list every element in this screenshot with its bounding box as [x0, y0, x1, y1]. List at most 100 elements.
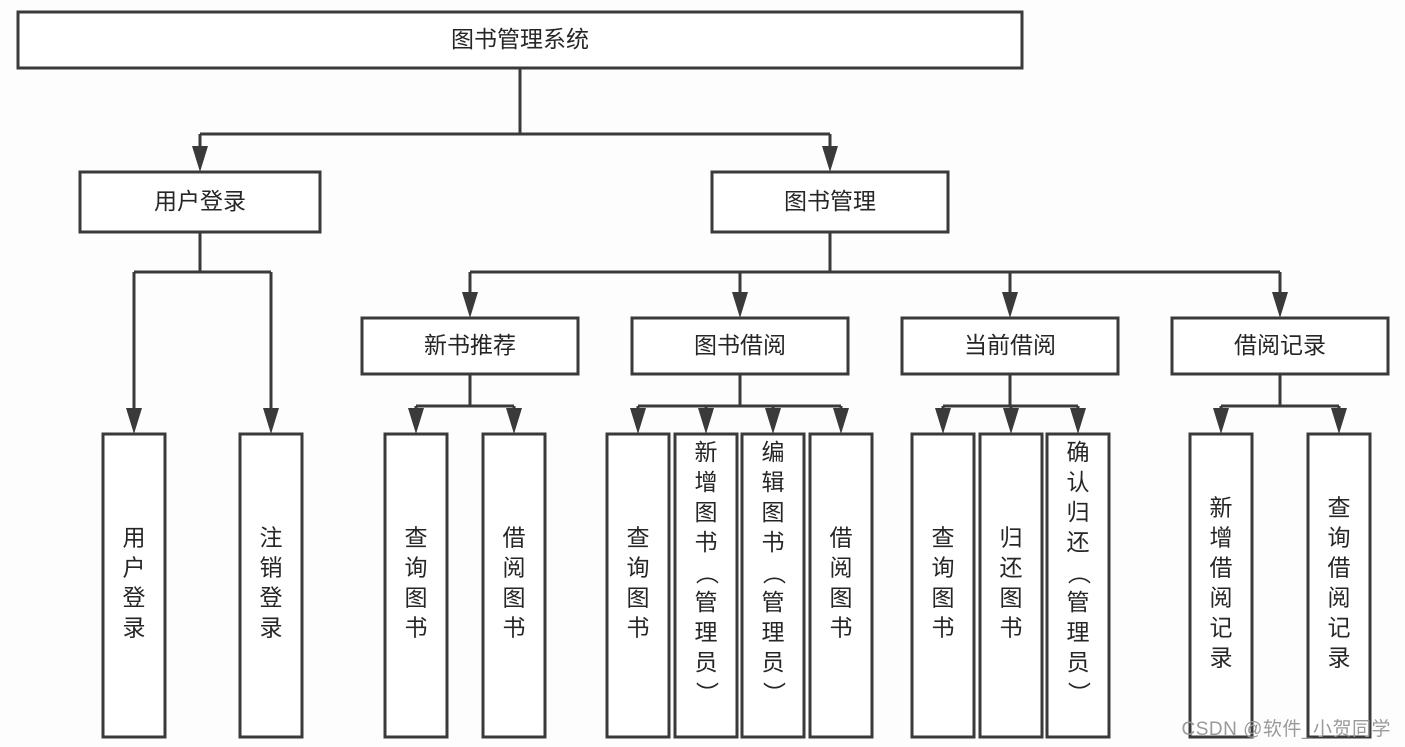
node-box — [383, 432, 449, 739]
arrow-head-icon — [1002, 292, 1018, 318]
node-label-char: 用 — [123, 525, 146, 551]
node-label-char: 户 — [123, 555, 146, 581]
node-box — [808, 432, 874, 739]
node-label-char: 借 — [503, 525, 526, 551]
node-box — [673, 432, 739, 739]
arrow-head-icon — [935, 408, 951, 434]
node-label: 图书管理系统 — [451, 26, 589, 52]
node-label-char: 增 — [695, 469, 718, 495]
node-label-char: 阅 — [1210, 585, 1233, 611]
node-root[interactable]: 图书管理系统 — [16, 10, 1024, 70]
node-box — [16, 10, 1024, 70]
node-label-char: 管 — [695, 589, 718, 615]
node-label-char: 书 — [830, 615, 853, 641]
node-label-char: 书 — [932, 615, 955, 641]
node-box — [710, 170, 950, 234]
node-box — [740, 432, 806, 739]
node-label-char: 阅 — [830, 555, 853, 581]
node-box — [238, 432, 304, 739]
arrow-head-icon — [192, 146, 208, 172]
node-label-char: 还 — [1000, 555, 1023, 581]
arrow-head-icon — [506, 408, 522, 434]
node-label-char: 辑 — [762, 469, 785, 495]
node-box — [605, 432, 671, 739]
node-layer: 图书管理系统用户登录图书管理新书推荐图书借阅当前借阅借阅记录用户登录注销登录查询… — [16, 10, 1390, 739]
node-label-char: 书 — [695, 529, 718, 555]
node-label-char: 书 — [503, 615, 526, 641]
node-label: 图书借阅 — [694, 332, 786, 358]
node-label-char: 书 — [1000, 615, 1023, 641]
node-label-char: 借 — [830, 525, 853, 551]
connector-layer — [126, 68, 1347, 434]
node-box — [78, 170, 322, 234]
arrow-head-icon — [408, 408, 424, 434]
arrow-head-icon — [630, 408, 646, 434]
node-label-char: 录 — [1210, 645, 1233, 671]
node-label-char: ） — [1066, 682, 1092, 705]
node-n-login[interactable]: 用户登录 — [78, 170, 322, 234]
node-box — [978, 432, 1044, 739]
arrow-head-icon — [126, 408, 142, 434]
node-label: 借阅记录 — [1234, 332, 1326, 358]
node-label-char: 员 — [695, 649, 718, 675]
node-label-char: ） — [694, 682, 720, 705]
node-label-char: 认 — [1067, 469, 1090, 495]
node-label-char: 图 — [503, 585, 526, 611]
node-label-char: 登 — [260, 585, 283, 611]
node-box — [630, 316, 850, 376]
node-label-char: 员 — [762, 649, 785, 675]
node-label-char: 图 — [405, 585, 428, 611]
node-label-char: 确 — [1067, 439, 1090, 465]
node-l-userlogin[interactable]: 用户登录 — [101, 432, 167, 739]
node-n-current[interactable]: 当前借阅 — [900, 316, 1120, 376]
node-box — [101, 432, 167, 739]
arrow-head-icon — [462, 292, 478, 318]
node-box — [481, 432, 547, 739]
node-label-char: 询 — [932, 555, 955, 581]
node-label: 用户登录 — [154, 188, 246, 214]
arrow-head-icon — [1272, 292, 1288, 318]
node-label-char: 书 — [762, 529, 785, 555]
node-label-char: 录 — [123, 615, 146, 641]
node-label-char: 理 — [1067, 619, 1090, 645]
node-label-char: 还 — [1067, 529, 1090, 555]
node-label-char: ） — [761, 682, 787, 705]
node-label-char: 询 — [405, 555, 428, 581]
node-label-char: 记 — [1328, 615, 1351, 641]
node-label-char: 理 — [695, 619, 718, 645]
node-label-char: 图 — [762, 499, 785, 525]
node-label-char: （ — [761, 562, 787, 585]
node-label-char: 归 — [1000, 525, 1023, 551]
node-label-char: 录 — [260, 615, 283, 641]
node-label-char: 查 — [1328, 495, 1351, 521]
node-label-char: 图 — [1000, 585, 1023, 611]
arrow-head-icon — [698, 408, 714, 434]
node-n-record[interactable]: 借阅记录 — [1170, 316, 1390, 376]
node-label-char: 书 — [627, 615, 650, 641]
node-label-char: 书 — [405, 615, 428, 641]
node-label-char: 询 — [1328, 525, 1351, 551]
node-label-char: 查 — [405, 525, 428, 551]
node-n-newbook[interactable]: 新书推荐 — [360, 316, 580, 376]
node-label-char: 登 — [123, 585, 146, 611]
csdn-watermark: CSDN @软件_小贺同学 — [1181, 719, 1391, 740]
node-label-char: 销 — [260, 555, 283, 581]
node-n-borrow[interactable]: 图书借阅 — [630, 316, 850, 376]
arrow-head-icon — [822, 146, 838, 172]
node-label-char: 理 — [762, 619, 785, 645]
node-n-bookmgr[interactable]: 图书管理 — [710, 170, 950, 234]
node-label-char: 管 — [1067, 589, 1090, 615]
node-label-char: 图 — [830, 585, 853, 611]
